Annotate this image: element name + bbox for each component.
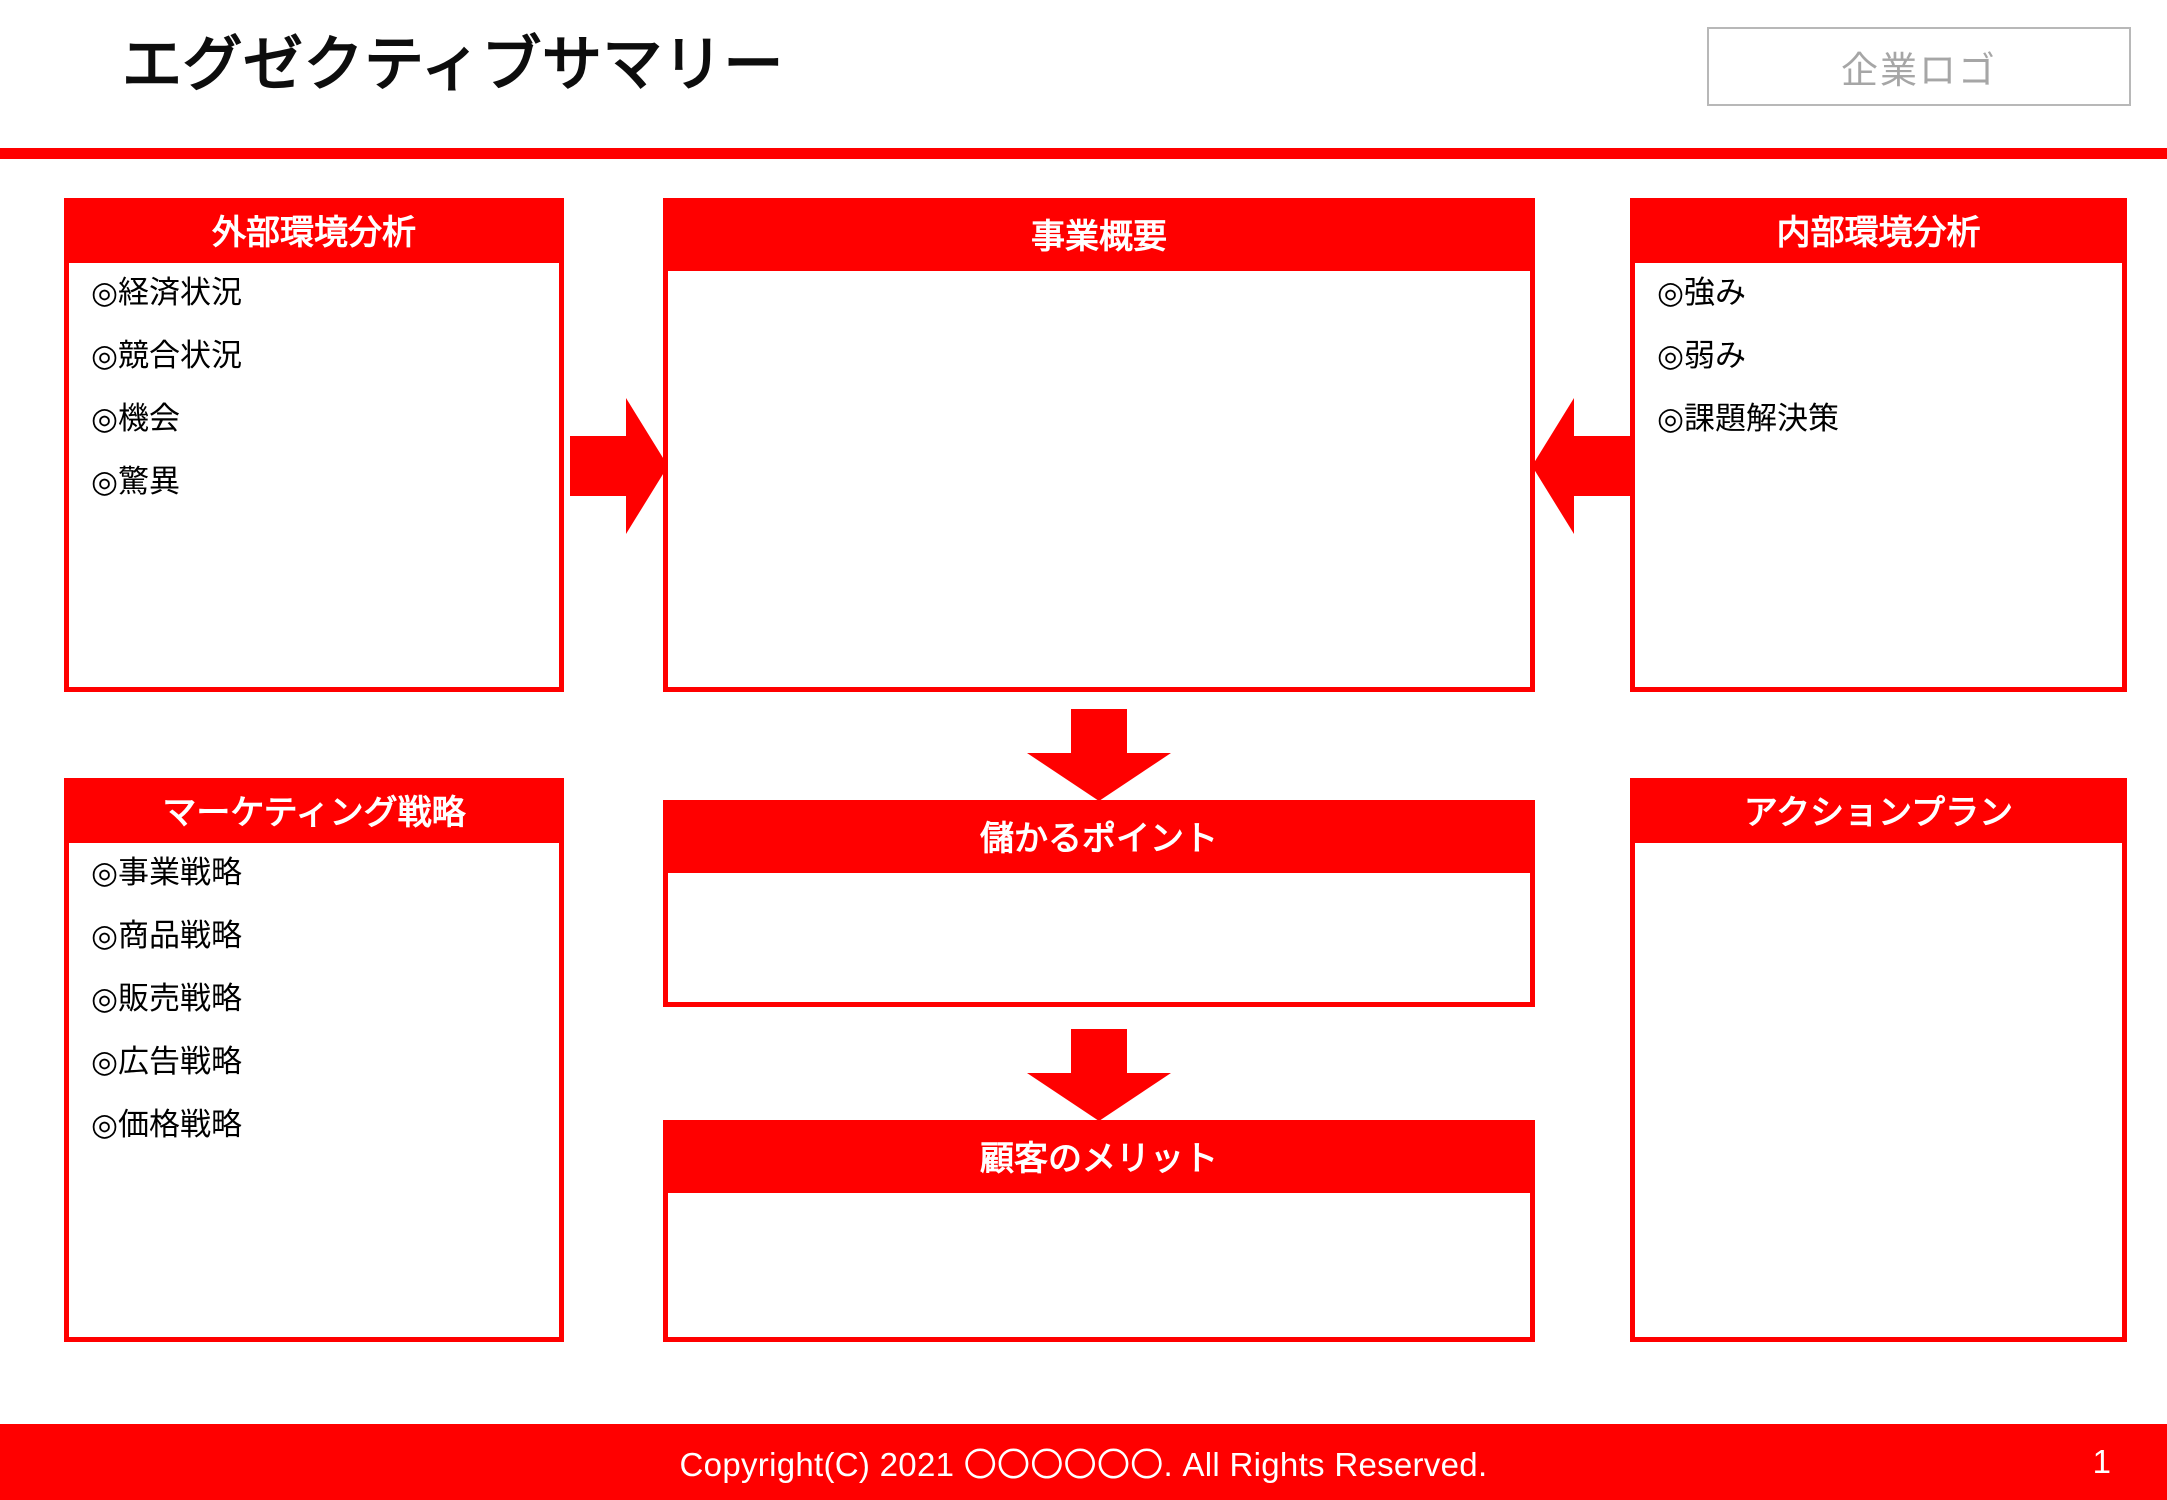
list-item: ◎価格戦略 bbox=[91, 1107, 243, 1142]
panel-marketing-strategy: マーケティング戦略 ◎事業戦略 ◎商品戦略 ◎販売戦略 ◎広告戦略 ◎価格戦略 bbox=[64, 778, 564, 1342]
list-item: ◎事業戦略 bbox=[91, 855, 243, 890]
panel-action-plan-body[interactable] bbox=[1635, 843, 2122, 867]
panel-action-plan-title: アクションプラン bbox=[1635, 783, 2122, 843]
page-title: エグゼクティブサマリー bbox=[122, 31, 784, 98]
list-item: ◎競合状況 bbox=[91, 338, 243, 373]
panel-internal-analysis: 内部環境分析 ◎強み ◎弱み ◎課題解決策 bbox=[1630, 198, 2127, 692]
footer-page-number: 1 bbox=[2092, 1443, 2111, 1480]
panel-business-overview: 事業概要 bbox=[663, 198, 1535, 692]
list-item: ◎販売戦略 bbox=[91, 981, 243, 1016]
list-item: ◎広告戦略 bbox=[91, 1044, 243, 1079]
panel-customer-benefit: 顧客のメリット bbox=[663, 1120, 1535, 1342]
arrow-down-icon bbox=[1027, 1029, 1171, 1121]
panel-customer-benefit-title: 顧客のメリット bbox=[668, 1125, 1530, 1193]
panel-action-plan: アクションプラン bbox=[1630, 778, 2127, 1342]
footer-copyright-text: Copyright(C) 2021 〇〇〇〇〇〇. All Rights Res… bbox=[679, 1446, 1488, 1483]
panel-internal-analysis-title: 内部環境分析 bbox=[1635, 203, 2122, 263]
list-item: ◎課題解決策 bbox=[1657, 401, 1840, 436]
arrow-right-icon bbox=[570, 398, 668, 534]
list-item: ◎弱み bbox=[1657, 338, 1747, 373]
panel-business-overview-body[interactable] bbox=[668, 271, 1530, 295]
external-analysis-list: ◎経済状況 ◎競合状況 ◎機会 ◎驚異 bbox=[91, 277, 537, 497]
panel-business-overview-title: 事業概要 bbox=[668, 203, 1530, 271]
panel-internal-analysis-body: ◎強み ◎弱み ◎課題解決策 bbox=[1635, 263, 2122, 476]
header-divider-rule bbox=[0, 148, 2167, 159]
arrow-left-icon bbox=[1532, 398, 1630, 534]
list-item: ◎経済状況 bbox=[91, 275, 243, 310]
panel-marketing-strategy-title: マーケティング戦略 bbox=[69, 783, 559, 843]
panel-marketing-strategy-body: ◎事業戦略 ◎商品戦略 ◎販売戦略 ◎広告戦略 ◎価格戦略 bbox=[69, 843, 559, 1182]
footer-bar bbox=[0, 1424, 2167, 1500]
list-item: ◎商品戦略 bbox=[91, 918, 243, 953]
panel-external-analysis-title: 外部環境分析 bbox=[69, 203, 559, 263]
list-item: ◎強み bbox=[1657, 275, 1747, 310]
panel-profit-points: 儲かるポイント bbox=[663, 800, 1535, 1007]
panel-profit-points-title: 儲かるポイント bbox=[668, 805, 1530, 873]
panel-external-analysis: 外部環境分析 ◎経済状況 ◎競合状況 ◎機会 ◎驚異 bbox=[64, 198, 564, 692]
company-logo-label: 企業ロゴ bbox=[1841, 49, 1997, 91]
panel-external-analysis-body: ◎経済状況 ◎競合状況 ◎機会 ◎驚異 bbox=[69, 263, 559, 539]
arrow-down-icon bbox=[1027, 709, 1171, 801]
list-item: ◎驚異 bbox=[91, 464, 181, 499]
internal-analysis-list: ◎強み ◎弱み ◎課題解決策 bbox=[1657, 277, 2100, 434]
panel-profit-points-body[interactable] bbox=[668, 873, 1530, 897]
panel-customer-benefit-body[interactable] bbox=[668, 1193, 1530, 1217]
marketing-strategy-list: ◎事業戦略 ◎商品戦略 ◎販売戦略 ◎広告戦略 ◎価格戦略 bbox=[91, 857, 537, 1140]
company-logo-placeholder: 企業ロゴ bbox=[1707, 27, 2131, 106]
list-item: ◎機会 bbox=[91, 401, 181, 436]
